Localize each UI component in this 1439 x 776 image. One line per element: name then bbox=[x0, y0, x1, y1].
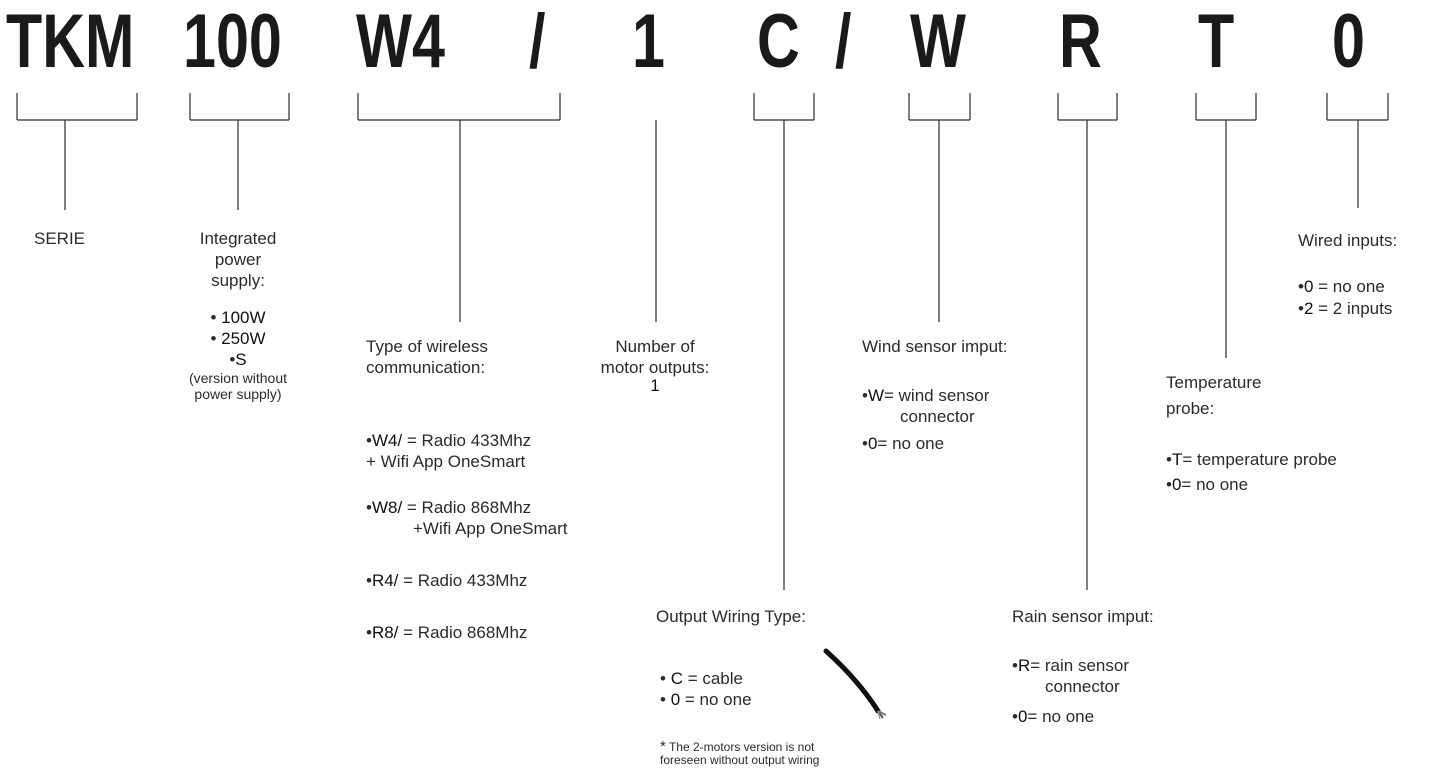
wind-w-text-2: connector bbox=[900, 407, 975, 426]
wiring-0-text: = no one bbox=[680, 690, 752, 709]
temp-t-code: T bbox=[1171, 450, 1183, 469]
power-block: Integrated power supply: 100W 250W S (ve… bbox=[160, 228, 316, 402]
wiring-c-code: C bbox=[670, 669, 683, 688]
wiring-note-2: foreseen without output wiring bbox=[660, 753, 820, 767]
power-option-s: S bbox=[160, 349, 316, 370]
rain-option-r: R= rain sensor connector bbox=[1012, 655, 1129, 697]
wireless-r8-code: R8/ bbox=[371, 623, 399, 642]
bracket-temp bbox=[1195, 93, 1257, 358]
wiring-note: * The 2-motors version is not foreseen w… bbox=[660, 738, 820, 767]
wired-0-code: 0 bbox=[1303, 277, 1314, 296]
power-option-100w: 100W bbox=[160, 307, 316, 328]
cable-icon bbox=[823, 648, 887, 720]
bracket-wind bbox=[908, 93, 971, 322]
rain-0-code: 0 bbox=[1017, 707, 1028, 726]
bracket-rain bbox=[1057, 93, 1118, 590]
code-serie: TKM bbox=[6, 0, 135, 84]
wiring-0-code: 0 bbox=[670, 690, 681, 709]
bracket-wiring bbox=[753, 93, 815, 590]
temp-0-text: = no one bbox=[1181, 475, 1249, 494]
power-title-2: power bbox=[214, 250, 262, 269]
motors-title-1: Number of bbox=[615, 337, 695, 356]
wind-option-w: W= wind sensor connector bbox=[862, 385, 989, 427]
code-wiring: C bbox=[757, 0, 800, 84]
wiring-note-1: The 2-motors version is not bbox=[665, 740, 815, 754]
wind-w-code: W bbox=[867, 386, 884, 405]
wiring-option-0: 0 = no one bbox=[660, 689, 752, 710]
temp-title: Temperature probe: bbox=[1166, 372, 1261, 419]
rain-option-0: 0= no one bbox=[1012, 706, 1094, 727]
wiring-title: Output Wiring Type: bbox=[656, 607, 806, 626]
wiring-option-c: C = cable bbox=[660, 668, 743, 689]
code-wind: W bbox=[910, 0, 966, 84]
wireless-title-2: communication: bbox=[366, 358, 486, 377]
wireless-w8-text: = Radio 868Mhz bbox=[402, 498, 532, 517]
wireless-title: Type of wireless communication: bbox=[366, 336, 488, 378]
temp-t-text: = temperature probe bbox=[1182, 450, 1337, 469]
wired-2-code: 2 bbox=[1303, 299, 1314, 318]
temp-option-t: T= temperature probe bbox=[1166, 449, 1337, 470]
code-slash-2: / bbox=[835, 0, 852, 84]
wind-0-text: = no one bbox=[877, 434, 945, 453]
rain-r-text: = rain sensor bbox=[1030, 656, 1129, 675]
code-wireless: W4 bbox=[356, 0, 445, 84]
temp-title-1: Temperature bbox=[1166, 373, 1262, 392]
bracket-wireless bbox=[357, 93, 561, 322]
rain-r-text-2: connector bbox=[1045, 677, 1120, 696]
wireless-option-r4: R4/ = Radio 433Mhz bbox=[366, 570, 527, 591]
temp-option-0: 0= no one bbox=[1166, 474, 1248, 495]
wireless-r4-text: = Radio 433Mhz bbox=[398, 571, 528, 590]
wireless-w8-text-2: +Wifi App OneSmart bbox=[413, 519, 568, 538]
bracket-power bbox=[189, 93, 290, 210]
rain-0-text: = no one bbox=[1027, 707, 1095, 726]
wind-0-code: 0 bbox=[867, 434, 878, 453]
wireless-w8-code: W8/ bbox=[371, 498, 403, 517]
power-option-s-note-1: (version without bbox=[188, 370, 288, 386]
wireless-w4-text-2: + Wifi App OneSmart bbox=[366, 452, 526, 471]
wired-2-text: = 2 inputs bbox=[1313, 299, 1393, 318]
power-title-3: supply: bbox=[211, 271, 265, 290]
code-power: 100 bbox=[183, 0, 282, 84]
wiring-c-text: = cable bbox=[682, 669, 743, 688]
rain-title: Rain sensor imput: bbox=[1012, 607, 1154, 626]
motors-title-2: motor outputs: bbox=[600, 358, 710, 377]
wired-option-0: 0 = no one bbox=[1298, 276, 1385, 297]
code-temp: T bbox=[1198, 0, 1235, 84]
wireless-title-1: Type of wireless bbox=[366, 337, 488, 356]
power-title-1: Integrated bbox=[199, 229, 277, 248]
code-slash-1: / bbox=[529, 0, 546, 84]
motors-value: 1 bbox=[650, 376, 660, 395]
wireless-w4-text: = Radio 433Mhz bbox=[402, 431, 532, 450]
wind-title: Wind sensor imput: bbox=[862, 337, 1008, 356]
wind-w-text: = wind sensor bbox=[884, 386, 990, 405]
wireless-option-w4: W4/ = Radio 433Mhz + Wifi App OneSmart bbox=[366, 430, 531, 472]
code-rain: R bbox=[1059, 0, 1102, 84]
motors-block: Number of motor outputs: 1 bbox=[570, 336, 740, 396]
temp-0-code: 0 bbox=[1171, 475, 1182, 494]
wireless-option-w8: W8/ = Radio 868Mhz +Wifi App OneSmart bbox=[366, 497, 567, 539]
bracket-wired bbox=[1326, 93, 1389, 208]
wired-title: Wired inputs: bbox=[1298, 231, 1398, 250]
power-option-250w-label: 250W bbox=[221, 329, 266, 348]
power-option-100w-label: 100W bbox=[221, 308, 266, 327]
power-option-250w: 250W bbox=[160, 328, 316, 349]
wind-option-0: 0= no one bbox=[862, 433, 944, 454]
wiring-note-mark: * bbox=[660, 738, 666, 755]
wireless-r8-text: = Radio 868Mhz bbox=[398, 623, 528, 642]
serie-title: SERIE bbox=[34, 229, 86, 248]
wired-option-2: 2 = 2 inputs bbox=[1298, 298, 1392, 319]
rain-r-code: R bbox=[1017, 656, 1031, 675]
bracket-serie bbox=[16, 93, 138, 210]
temp-title-2: probe: bbox=[1166, 399, 1215, 418]
wireless-option-r8: R8/ = Radio 868Mhz bbox=[366, 622, 527, 643]
wireless-r4-code: R4/ bbox=[371, 571, 399, 590]
power-option-s-note-2: power supply) bbox=[194, 386, 282, 402]
code-wired: 0 bbox=[1332, 0, 1365, 84]
code-motors: 1 bbox=[632, 0, 665, 84]
power-option-s-label: S bbox=[235, 350, 247, 369]
wired-0-text: = no one bbox=[1313, 277, 1385, 296]
wireless-w4-code: W4/ bbox=[371, 431, 403, 450]
